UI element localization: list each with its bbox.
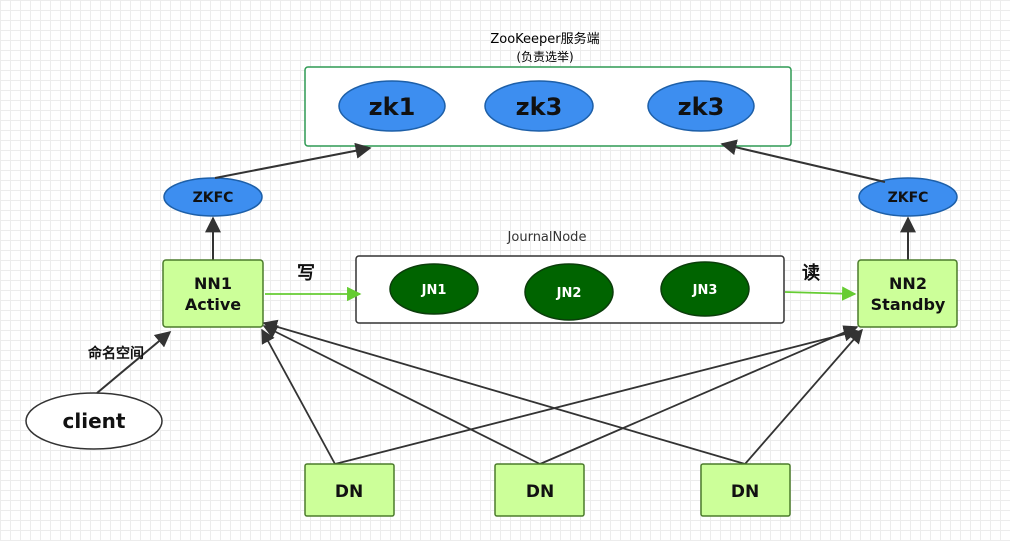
edge-zkfc-left-to-zk	[214, 142, 372, 179]
zkfc-left[interactable]: ZKFC	[163, 177, 263, 217]
edge-dn3-to-nn2	[744, 328, 863, 465]
zk-node-3-label: zk3	[678, 93, 725, 121]
edge-read	[784, 286, 857, 301]
edge-dn1-to-nn1	[261, 328, 336, 465]
datanode-1[interactable]: DN	[304, 463, 395, 517]
zk-node-2-label: zk3	[516, 93, 563, 121]
zookeeper-subtitle: (负责选举)	[516, 50, 573, 64]
read-label: 读	[802, 262, 820, 284]
zk-node-3[interactable]: zk3	[647, 80, 755, 132]
namenode-active[interactable]: NN1 Active	[162, 259, 264, 328]
zkfc-right-label: ZKFC	[888, 190, 929, 206]
jn-node-2[interactable]: JN2	[524, 263, 614, 321]
datanode-2-label: DN	[526, 482, 554, 502]
client-node[interactable]: client	[25, 392, 163, 450]
zk-node-2[interactable]: zk3	[484, 80, 594, 132]
nn2-name: NN2	[889, 274, 927, 293]
edge-dn3-to-nn1	[262, 319, 746, 465]
zk-node-1-label: zk1	[369, 93, 416, 121]
namespace-label: 命名空间	[87, 345, 144, 362]
namenode-standby[interactable]: NN2 Standby	[857, 259, 958, 328]
edge-dn2-to-nn1	[262, 325, 541, 465]
jn-node-3[interactable]: JN3	[660, 261, 750, 317]
datanode-3[interactable]: DN	[700, 463, 791, 517]
edge-dn2-to-nn2	[539, 325, 859, 465]
jn-node-1-label: JN1	[421, 283, 447, 298]
client-label: client	[63, 409, 126, 433]
edge-dn1-to-nn2	[334, 327, 859, 465]
jn-node-1[interactable]: JN1	[389, 263, 479, 315]
jn-node-3-label: JN3	[692, 283, 718, 298]
datanode-1-label: DN	[335, 482, 363, 502]
datanode-3-label: DN	[731, 482, 759, 502]
nn1-name: NN1	[194, 274, 232, 293]
zk-node-1[interactable]: zk1	[338, 80, 446, 132]
edge-client-to-nn1	[96, 330, 172, 394]
zkfc-right[interactable]: ZKFC	[858, 177, 958, 217]
journal-title: JournalNode	[507, 230, 587, 245]
nn2-state: Standby	[871, 295, 946, 314]
write-label: 写	[297, 263, 315, 284]
zookeeper-title: ZooKeeper服务端	[490, 31, 599, 47]
datanode-edges	[261, 319, 863, 465]
edge-zkfc-right-to-zk	[720, 139, 886, 183]
jn-node-2-label: JN2	[556, 286, 582, 301]
nn1-state: Active	[185, 295, 241, 314]
datanode-2[interactable]: DN	[494, 463, 585, 517]
zkfc-left-label: ZKFC	[193, 190, 234, 206]
